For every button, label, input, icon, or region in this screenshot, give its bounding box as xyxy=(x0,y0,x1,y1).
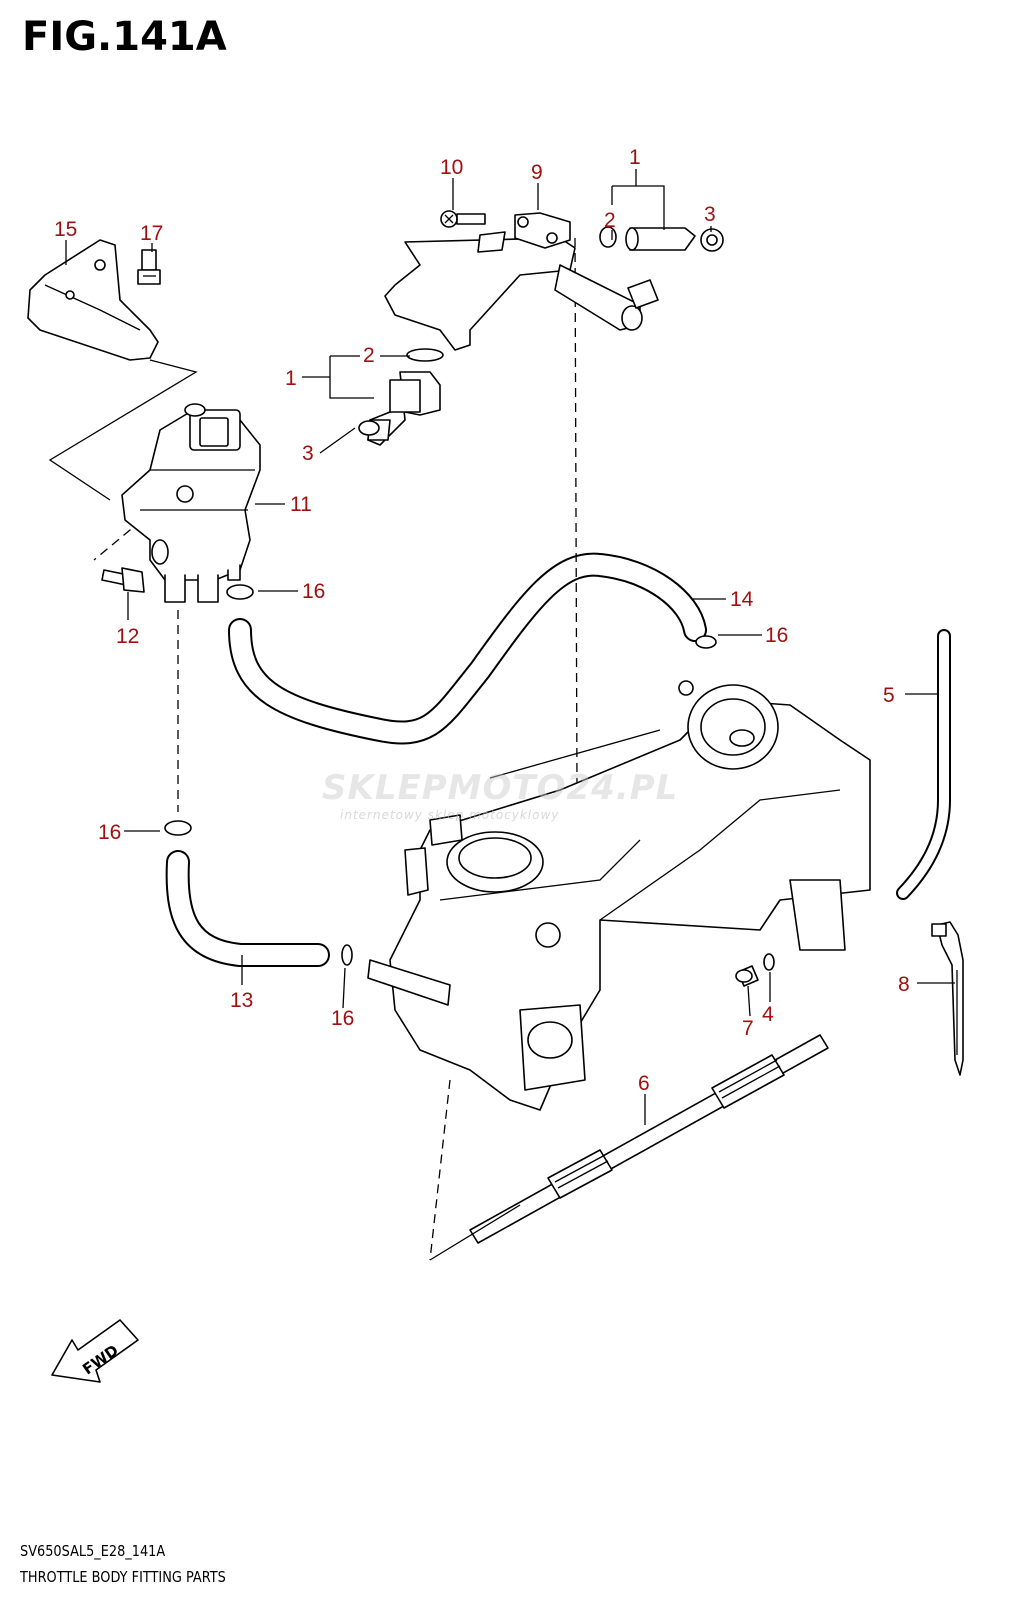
screw-10 xyxy=(440,210,486,228)
callout-5: 5 xyxy=(883,684,895,707)
fwd-arrow-icon: FWD xyxy=(51,1319,139,1383)
callout-1-top: 1 xyxy=(629,146,641,169)
callout-10: 10 xyxy=(440,156,463,179)
callout-3-left: 3 xyxy=(302,442,314,465)
callout-2-top: 2 xyxy=(604,209,616,232)
callout-17: 17 xyxy=(140,222,163,245)
callout-6: 6 xyxy=(638,1072,650,1095)
callout-9: 9 xyxy=(531,161,543,184)
callout-16-b: 16 xyxy=(765,624,788,647)
cap-7 xyxy=(735,965,759,987)
hose-14 xyxy=(228,552,707,745)
valve-11 xyxy=(121,403,261,603)
figure-title: FIG.141A xyxy=(22,14,227,60)
callout-11: 11 xyxy=(290,493,312,516)
callout-16-c: 16 xyxy=(98,821,121,844)
callout-numbers: 1 2 3 9 10 15 17 1 2 3 11 16 12 14 16 5 … xyxy=(54,146,910,1095)
bolt-12 xyxy=(101,567,145,593)
bracket-15 xyxy=(27,239,159,361)
callout-14: 14 xyxy=(730,588,754,611)
callout-1-left: 1 xyxy=(285,367,297,390)
rod-6 xyxy=(469,1034,829,1244)
fuel-rail-9 xyxy=(384,212,643,351)
diagram-code: SV650SAL5_E28_141A xyxy=(20,1542,166,1560)
hose-13 xyxy=(165,850,330,967)
callout-7: 7 xyxy=(742,1017,754,1040)
callout-3-top: 3 xyxy=(704,203,716,226)
reference-lines xyxy=(48,237,661,1261)
watermark-tagline: internetowy sklep motocyklowy xyxy=(340,808,560,822)
callout-12: 12 xyxy=(116,625,139,648)
clips-16 xyxy=(164,584,717,966)
throttle-body xyxy=(367,680,871,1111)
callout-leaders xyxy=(65,169,955,1125)
callout-13: 13 xyxy=(230,989,253,1012)
cable-tie-8 xyxy=(931,921,964,1076)
clip-4 xyxy=(763,953,775,971)
callout-15: 15 xyxy=(54,218,77,241)
callout-4: 4 xyxy=(762,1003,774,1026)
injector-left xyxy=(358,348,444,446)
bolt-17 xyxy=(137,249,161,285)
hose-5 xyxy=(896,629,951,900)
watermark-brand: SKLEPMOTO24.PL xyxy=(322,768,679,808)
callout-16-d: 16 xyxy=(331,1007,354,1030)
diagram-name: THROTTLE BODY FITTING PARTS xyxy=(20,1568,226,1586)
callout-16-a: 16 xyxy=(302,580,325,603)
callout-8: 8 xyxy=(898,973,910,996)
callout-2-left: 2 xyxy=(363,344,375,367)
injector-upper xyxy=(599,226,724,309)
